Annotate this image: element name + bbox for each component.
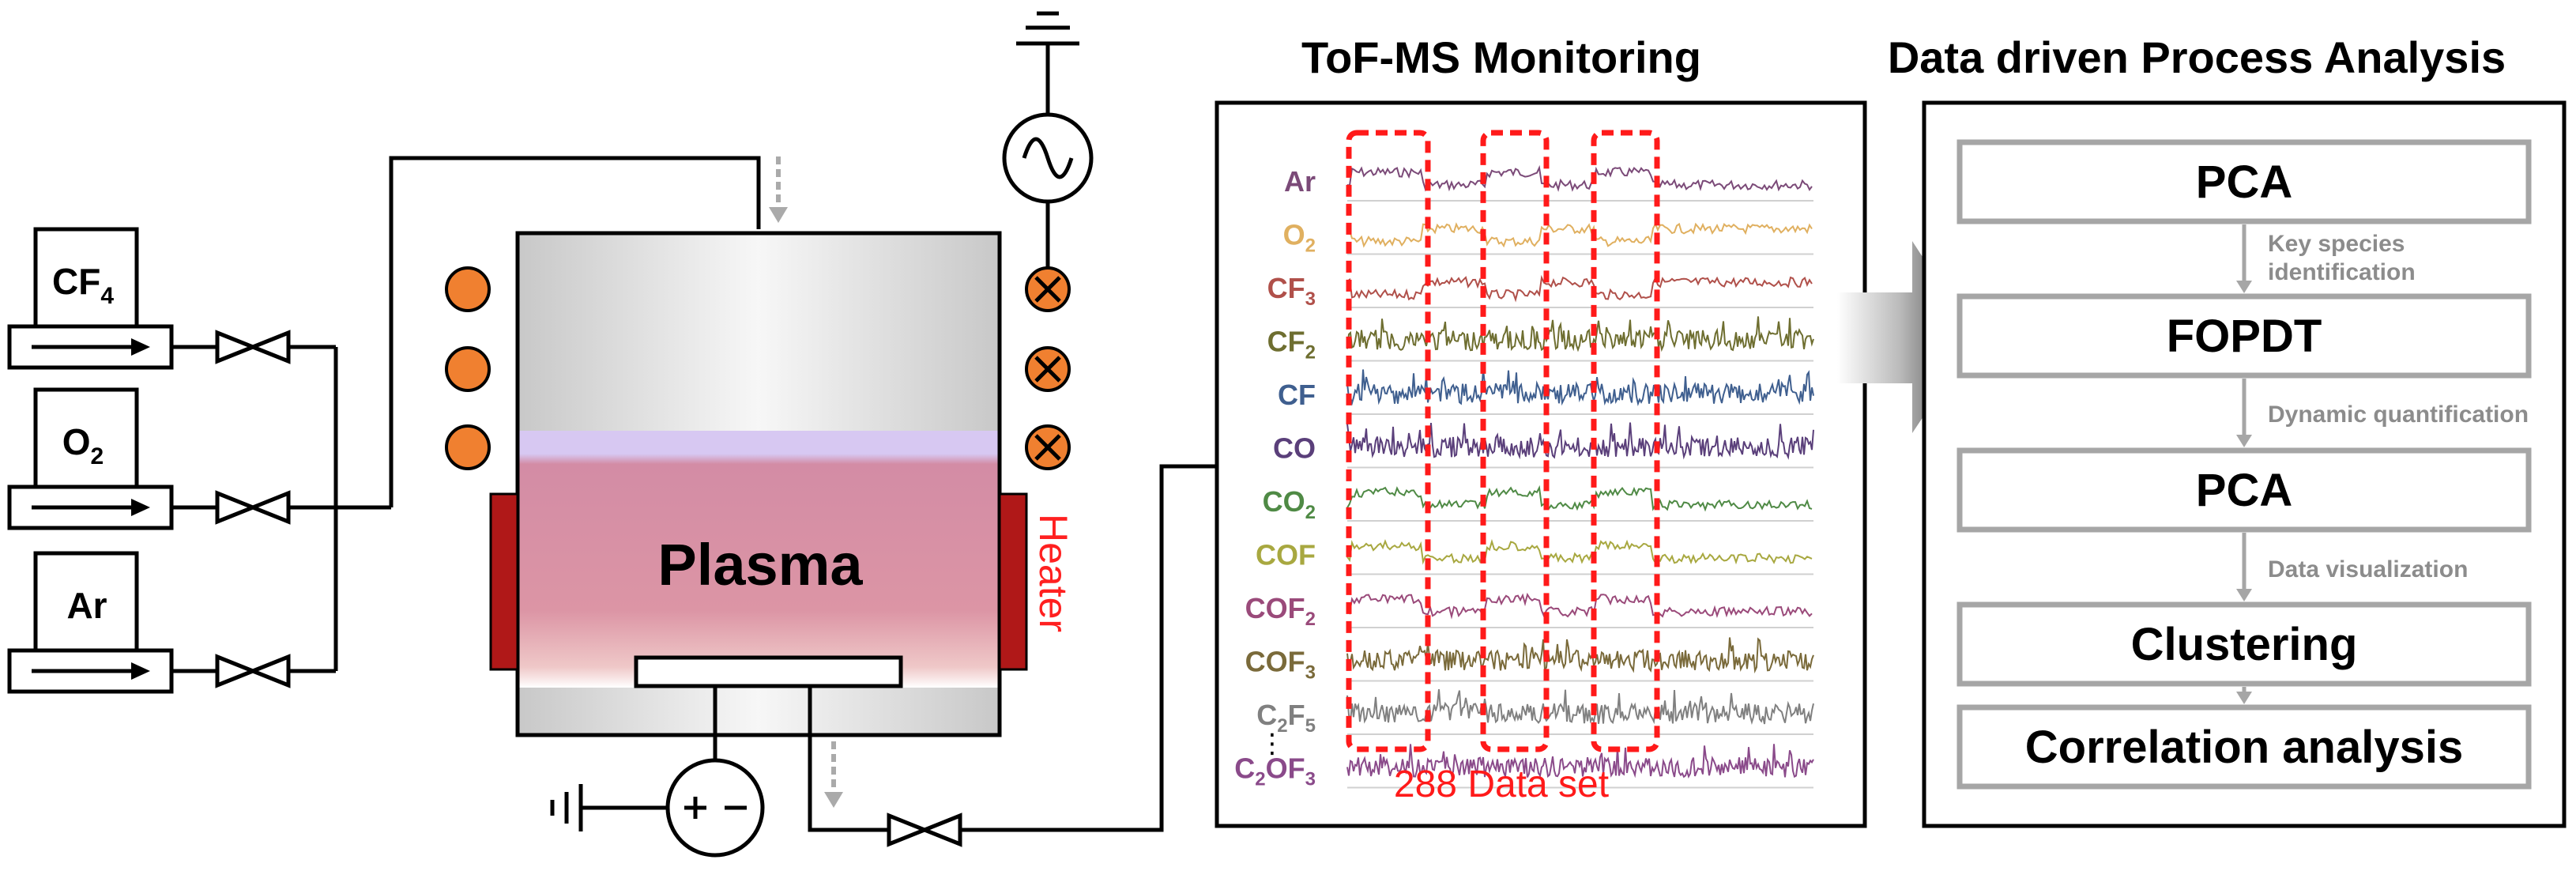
flow-arrow-head <box>2236 589 2252 601</box>
gas-inlet-cf4: CF4 <box>7 227 174 370</box>
species-label: CF <box>1278 379 1316 411</box>
plasma-label: Plasma <box>657 532 863 598</box>
species-label: Ar <box>1284 165 1316 198</box>
flow-arrow-head <box>2236 692 2252 704</box>
species-trace <box>1346 484 1813 512</box>
species-trace <box>1346 688 1814 726</box>
analysis-step-box <box>1956 293 2532 379</box>
transition-label: Data visualization <box>2268 556 2468 582</box>
species-label: O2 <box>1283 219 1316 257</box>
species-label: CO2 <box>1263 485 1316 523</box>
analysis-step-box <box>1956 447 2532 533</box>
species-label: CF2 <box>1267 326 1316 364</box>
gas-inlet-ar: Ar <box>7 551 174 694</box>
flow-arrow-head <box>2236 435 2252 447</box>
analysis-step-label: PCA <box>2196 465 2292 516</box>
heater-element <box>489 492 1028 671</box>
gas-inlet-o2: O2 <box>7 387 174 530</box>
heater-label: Heater <box>1031 514 1075 632</box>
dataset-label: 288 Data set <box>1394 763 1609 805</box>
species-trace <box>1346 222 1813 248</box>
species-trace <box>1346 744 1814 779</box>
species-label: CO <box>1273 432 1316 465</box>
rf-source <box>1002 11 1094 268</box>
analysis-step-box <box>1956 601 2532 687</box>
species-label: CF3 <box>1267 272 1316 310</box>
valve-icon <box>215 330 291 688</box>
species-trace <box>1346 316 1814 353</box>
species-trace <box>1346 164 1813 192</box>
gas-manifold <box>171 156 761 673</box>
species-label: C2OF3 <box>1234 752 1316 790</box>
dc-bias-source <box>550 686 765 858</box>
species-label: C2F5 <box>1256 699 1316 737</box>
species-trace <box>1346 422 1814 460</box>
tofms-panel <box>1215 100 1867 828</box>
flow-arrow-head <box>2236 281 2252 293</box>
species-trace <box>1346 538 1813 565</box>
analysis-step-label: FOPDT <box>2167 311 2322 362</box>
gas-label-ar: Ar <box>66 585 107 626</box>
exhaust-valve-icon <box>887 812 962 847</box>
species-trace <box>1346 274 1813 303</box>
species-label: COF <box>1256 539 1316 571</box>
species-trace <box>1346 637 1814 674</box>
species-ellipsis: ⋮ <box>1259 729 1286 759</box>
analysis-title: Data driven Process Analysis <box>1888 32 2506 82</box>
transition-label: Dynamic quantification <box>2268 402 2529 428</box>
species-trace <box>1346 592 1813 620</box>
species-label: COF2 <box>1245 592 1316 630</box>
gas-inflow-arrow <box>769 156 788 223</box>
species-trace <box>1346 369 1814 406</box>
gas-label-o2: O2 <box>62 421 104 469</box>
reaction-chamber: Plasma <box>515 231 1002 737</box>
analysis-step-label: PCA <box>2196 156 2292 208</box>
dataset-highlight <box>1346 130 1660 752</box>
substrate-stage <box>634 655 903 688</box>
analysis-step-label: Correlation analysis <box>2025 722 2463 773</box>
tofms-title: ToF-MS Monitoring <box>1301 32 1701 82</box>
species-label: COF3 <box>1245 646 1316 684</box>
coil-cross-icon <box>1034 276 1061 461</box>
gas-label-cf4: CF4 <box>52 261 114 309</box>
analysis-step-box <box>1956 704 2532 790</box>
analysis-step-label: Clustering <box>2131 619 2358 670</box>
exhaust-line <box>808 464 1217 847</box>
analysis-step-box <box>1956 139 2532 224</box>
